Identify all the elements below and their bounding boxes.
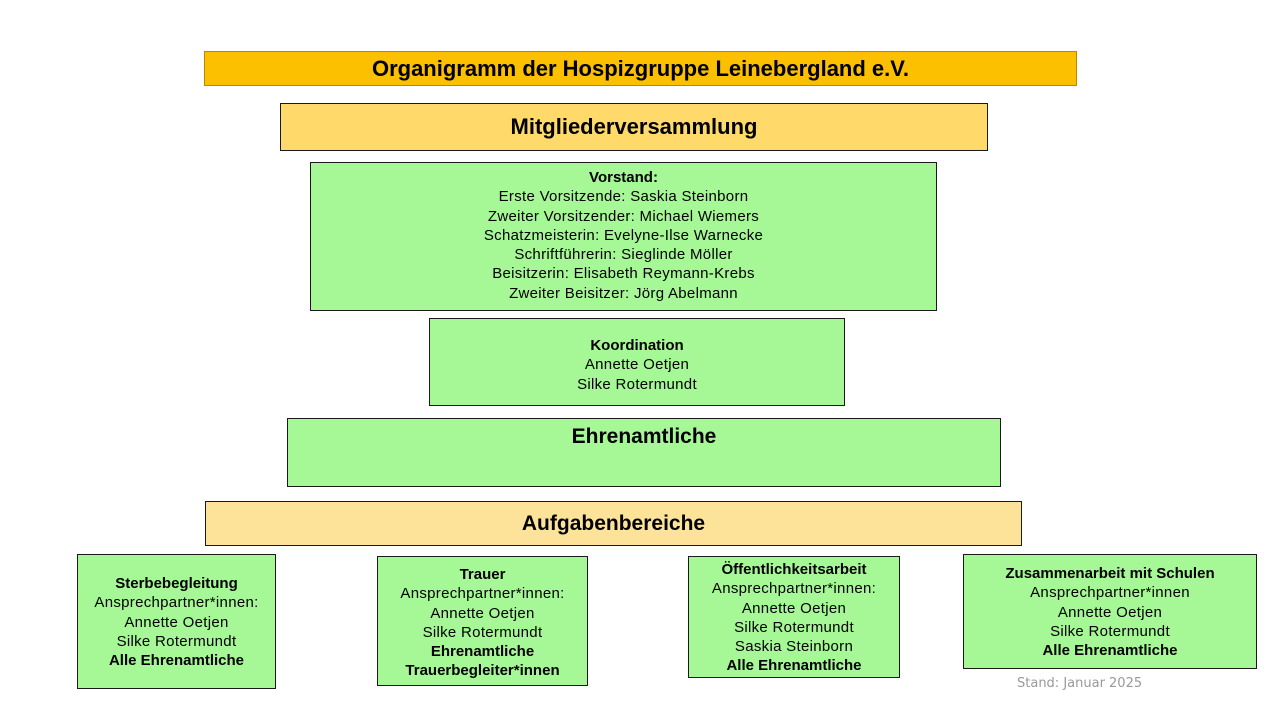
area-line: Silke Rotermundt [422,623,543,641]
koordination-member: Annette Oetjen [584,356,690,374]
aufgabenbereiche-box: Aufgabenbereiche [205,501,1022,546]
area-heading: Öffentlichkeitsarbeit [721,561,867,578]
area-line: Annette Oetjen [741,599,847,617]
koordination-heading: Koordination [590,337,684,354]
stand-date: Stand: Januar 2025 [1017,676,1143,691]
area-line: Annette Oetjen [1057,603,1163,621]
title-banner: Organigramm der Hospizgruppe Leinebergla… [204,51,1077,86]
area-bold-line: Alle Ehrenamtliche [726,657,862,675]
vorstand-member: Zweiter Vorsitzender: Michael Wiemers [487,207,760,225]
mitgliederversammlung-label: Mitgliederversammlung [510,114,758,139]
area-bold-line: Alle Ehrenamtliche [1042,642,1178,660]
area-sterbebegleitung: Sterbebegleitung Ansprechpartner*innen: … [77,554,276,689]
area-line: Annette Oetjen [124,613,229,631]
ehrenamtliche-box: Ehrenamtliche [287,418,1001,487]
vorstand-heading: Vorstand: [589,169,658,186]
area-line: Ansprechpartner*innen: [94,594,259,612]
vorstand-member: Schriftführerin: Sieglinde Möller [514,246,733,264]
area-line: Annette Oetjen [430,604,535,622]
vorstand-box: Vorstand: Erste Vorsitzende: Saskia Stei… [310,162,937,311]
area-heading: Zusammenarbeit mit Schulen [1005,565,1215,582]
area-line: Silke Rotermundt [1050,622,1170,640]
area-bold-line: Alle Ehrenamtliche [108,652,245,670]
area-heading: Trauer [459,566,506,583]
area-trauer: Trauer Ansprechpartner*innen: Annette Oe… [377,556,588,686]
area-line: Ansprechpartner*innen: [400,585,565,603]
mitgliederversammlung-box: Mitgliederversammlung [280,103,988,151]
page-title: Organigramm der Hospizgruppe Leinebergla… [371,55,910,81]
area-line: Saskia Steinborn [734,638,854,656]
ehrenamtliche-label: Ehrenamtliche [571,425,717,448]
area-heading: Sterbebegleitung [115,575,238,592]
area-line: Ansprechpartner*innen [1030,584,1190,602]
area-bold-line: Trauerbegleiter*innen [405,662,560,680]
koordination-box: Koordination Annette Oetjen Silke Roterm… [429,318,845,406]
vorstand-member: Zweiter Beisitzer: Jörg Abelmann [509,284,738,302]
area-bold-line: Ehrenamtliche [430,643,535,661]
koordination-member: Silke Rotermundt [577,375,697,393]
area-line: Ansprechpartner*innen: [711,580,877,598]
area-line: Silke Rotermundt [734,618,854,636]
vorstand-member: Beisitzerin: Elisabeth Reymann-Krebs [492,265,755,283]
aufgabenbereiche-label: Aufgabenbereiche [521,511,706,535]
vorstand-member: Erste Vorsitzende: Saskia Steinborn [498,188,749,206]
area-oeffentlichkeitsarbeit: Öffentlichkeitsarbeit Ansprechpartner*in… [688,556,900,678]
area-line: Silke Rotermundt [116,632,237,650]
vorstand-member: Schatzmeisterin: Evelyne-Ilse Warnecke [483,226,764,244]
area-zusammenarbeit-schulen: Zusammenarbeit mit Schulen Ansprechpartn… [963,554,1257,669]
